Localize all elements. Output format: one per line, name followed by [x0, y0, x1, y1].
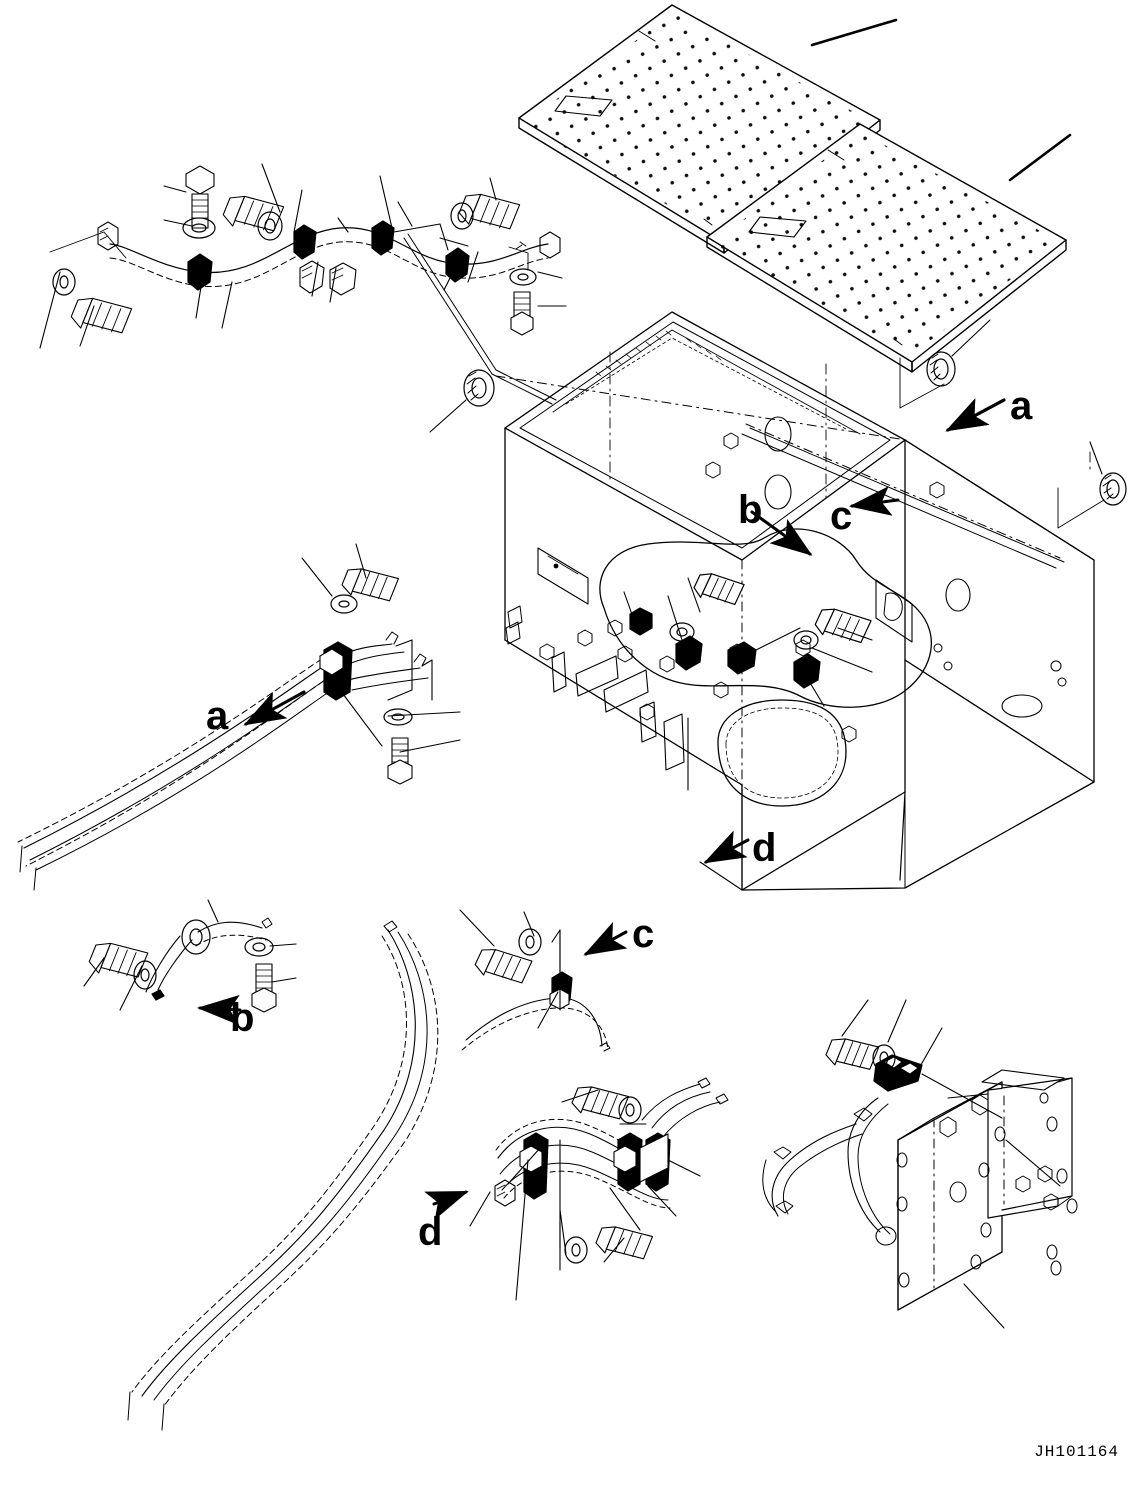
left-mid-bolt — [387, 737, 413, 785]
callout-c-lower-center: c — [632, 912, 655, 956]
lower-center-washer-2 — [618, 1096, 642, 1124]
callout-d-lower-center: d — [418, 1210, 443, 1254]
callout-d-center: d — [752, 826, 777, 870]
upper-bolt-left — [70, 297, 133, 334]
upper-long-pipe — [403, 233, 1065, 569]
lower-center-bolt-3 — [595, 1226, 654, 1260]
lower-left-elbow-assembly — [83, 899, 297, 1013]
upper-bolt-vertical — [185, 165, 215, 229]
lower-right-washer — [872, 1044, 896, 1072]
grommet-right-lower — [1057, 441, 1127, 529]
upper-leader-lines — [39, 163, 567, 349]
upper-hose-assembly — [39, 163, 567, 349]
enclosure-louvres — [551, 651, 685, 771]
lower-center-hose-assembly — [127, 909, 729, 1431]
callout-a-top-right: a — [1010, 384, 1033, 428]
callout-b-center: b — [738, 488, 763, 532]
drawing-number: JH101164 — [1034, 1443, 1119, 1461]
callout-c-center: c — [830, 494, 853, 538]
lower-center-washer-1 — [518, 928, 542, 956]
lower-left-bolt — [88, 942, 149, 978]
upper-washer-angled-1 — [257, 211, 283, 241]
left-mid-washer — [383, 708, 413, 726]
callout-extension-lines — [559, 717, 743, 1249]
left-mid-washer-upper — [330, 594, 358, 614]
enclosure-bosses — [539, 432, 945, 743]
upper-bolt-angled-2 — [458, 193, 521, 230]
lower-left-bolt-right — [251, 963, 277, 1013]
perforated-cover-panel-right — [706, 123, 1067, 373]
lower-center-bolt-2 — [571, 1086, 630, 1120]
grommet-right-upper — [899, 319, 991, 409]
grommet-left-of-enclosure — [429, 369, 495, 433]
lower-right-bolt — [825, 1038, 880, 1070]
lower-left-washer-right — [244, 937, 274, 957]
lower-center-washer-3 — [564, 1236, 588, 1264]
callout-a-left-middle: a — [206, 694, 229, 738]
left-hose-bundle-assembly — [17, 543, 461, 891]
lower-center-bolt-1 — [474, 949, 533, 984]
callout-b-lower-left: b — [230, 996, 255, 1040]
upper-right-washer — [509, 268, 537, 286]
upper-washer-vertical — [182, 217, 216, 239]
upper-right-bolt — [510, 291, 534, 336]
lower-center-collar — [494, 1179, 516, 1207]
callout-arrows — [197, 398, 1006, 1220]
cover-leader-lines — [810, 18, 1072, 182]
callout-arrows-reverse — [945, 398, 1006, 432]
enclosure-mounted-hardware — [623, 573, 873, 707]
upper-washer-left — [52, 268, 76, 296]
engine-enclosure-box — [504, 311, 1095, 891]
lower-left-washer — [133, 960, 157, 990]
lower-right-bracket-assembly — [762, 999, 1078, 1329]
upper-washer-angled-2 — [450, 202, 474, 230]
elbow-fitting-a — [299, 260, 325, 294]
left-mid-bolt-upper — [341, 568, 400, 602]
